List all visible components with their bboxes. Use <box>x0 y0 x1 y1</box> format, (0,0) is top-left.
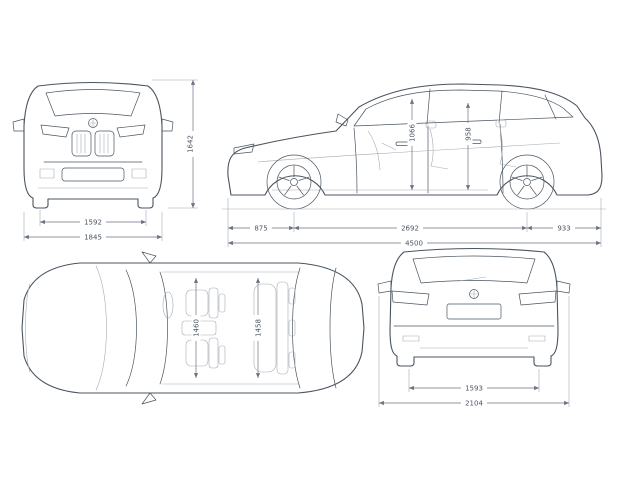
side-front-overhang-label: 875 <box>254 225 267 233</box>
side-body-outline <box>227 83 603 196</box>
side-front-door-handle <box>395 141 410 146</box>
side-d-pillar <box>544 94 557 120</box>
rear-dim-width-mirrors: 2104 <box>378 296 570 408</box>
rear-license-plate <box>446 303 502 320</box>
rear-view: 1593 2104 <box>377 247 571 408</box>
top-front-interior-width-label: 1460 <box>193 319 201 337</box>
front-dim-height: 1642 <box>152 79 198 209</box>
front-dim-width: 1845 <box>23 212 163 242</box>
side-b-pillar <box>426 88 431 125</box>
rear-taillight-right <box>518 290 557 306</box>
top-rear-bench-back <box>276 281 289 375</box>
side-dim-rear-interior-height: 958 <box>463 103 473 190</box>
side-rear-overhang-label: 933 <box>557 225 570 233</box>
front-headlight-left <box>40 124 70 138</box>
front-view: 1592 1845 1642 <box>12 79 198 242</box>
top-front-seat-right-headrest <box>218 345 226 365</box>
side-front-seat <box>429 128 449 170</box>
side-front-door-seam <box>353 127 358 194</box>
side-steering-wheel <box>381 142 397 151</box>
rear-body-outline <box>389 247 559 367</box>
rear-reflector-left <box>402 335 420 342</box>
rear-wiper <box>459 276 487 282</box>
top-rear-headrest-3 <box>288 351 296 369</box>
side-view: 1066 958 875 2692 933 45 <box>221 83 607 248</box>
front-mirror-left <box>12 118 25 132</box>
front-overall-height-label: 1642 <box>187 135 195 153</box>
side-rear-interior-height-label: 958 <box>465 127 473 140</box>
rear-taillight-left <box>391 290 430 306</box>
top-roof-front-edge <box>159 271 168 385</box>
side-dashboard <box>367 130 381 171</box>
side-interior <box>367 119 517 171</box>
rear-brand-roundel <box>469 289 479 299</box>
front-windshield <box>45 89 141 117</box>
top-rear-headrest-2 <box>288 319 296 337</box>
rear-dim-track: 1593 <box>408 369 540 393</box>
side-headlight <box>233 143 255 155</box>
front-air-intake <box>61 167 125 182</box>
top-dim-rear-interior-width: 1458 <box>253 278 263 378</box>
top-front-seat-left-headrest <box>218 293 226 313</box>
front-fog-right <box>131 168 147 179</box>
top-rear-interior-width-label: 1458 <box>255 319 263 337</box>
front-brand-roundel <box>88 118 98 128</box>
rear-car-drawing <box>377 247 571 367</box>
top-tailgate-edge <box>329 267 337 389</box>
side-wheelbase-label: 2692 <box>401 225 419 233</box>
side-rear-headrest <box>495 119 507 128</box>
top-front-seat-left-cushion <box>185 289 209 317</box>
top-mirror-upper <box>141 251 157 264</box>
top-car-drawing: 1460 1458 <box>21 251 365 405</box>
top-front-seat-left-back <box>208 287 219 319</box>
rear-width-incl-mirrors-label: 2104 <box>465 400 483 408</box>
side-rear-seat <box>499 127 517 168</box>
rear-track-width-label: 1593 <box>465 385 483 393</box>
side-overall-length-label: 4500 <box>405 240 423 248</box>
rear-mirror-right <box>556 280 571 294</box>
side-character-line <box>257 142 561 163</box>
front-dim-track: 1592 <box>39 210 147 227</box>
front-headlight-right <box>116 124 146 138</box>
front-car-drawing <box>12 81 174 209</box>
front-grille-right-kidney <box>94 130 115 157</box>
front-mirror-right <box>161 118 174 132</box>
side-dim-front-interior-height: 1066 <box>407 99 417 190</box>
side-dim-lines: 875 2692 933 4500 <box>227 198 602 248</box>
top-steering-wheel <box>162 291 174 319</box>
top-front-seat-right-cushion <box>185 339 209 367</box>
top-body-outline <box>21 262 365 394</box>
top-hood-cut-line <box>95 265 107 391</box>
side-mirror <box>335 113 349 127</box>
front-overall-width-label: 1845 <box>84 234 102 242</box>
rear-reflector-right <box>528 335 546 342</box>
top-dim-front-interior-width: 1460 <box>191 278 201 378</box>
top-front-seat-right-back <box>208 337 219 369</box>
front-body-outline <box>23 81 163 209</box>
rear-window <box>412 255 536 284</box>
top-mirror-lower <box>141 392 157 405</box>
top-rear-window-edge <box>292 267 301 389</box>
rear-mirror-left <box>377 280 392 294</box>
top-rear-headrest-1 <box>288 287 296 305</box>
side-glasshouse <box>353 89 574 127</box>
side-c-pillar <box>498 90 503 124</box>
front-fog-left <box>39 168 55 179</box>
side-car-drawing: 1066 958 <box>221 83 607 210</box>
side-front-interior-height-label: 1066 <box>409 124 417 142</box>
front-grille-slats <box>76 133 109 154</box>
front-track-width-label: 1592 <box>84 219 102 227</box>
top-windshield-base <box>125 269 137 387</box>
top-interior <box>162 281 296 375</box>
top-front-bumper-line <box>25 283 31 373</box>
top-view: 1460 1458 <box>21 251 365 405</box>
front-grille-left-kidney <box>71 130 92 157</box>
side-front-headrest <box>425 120 437 129</box>
